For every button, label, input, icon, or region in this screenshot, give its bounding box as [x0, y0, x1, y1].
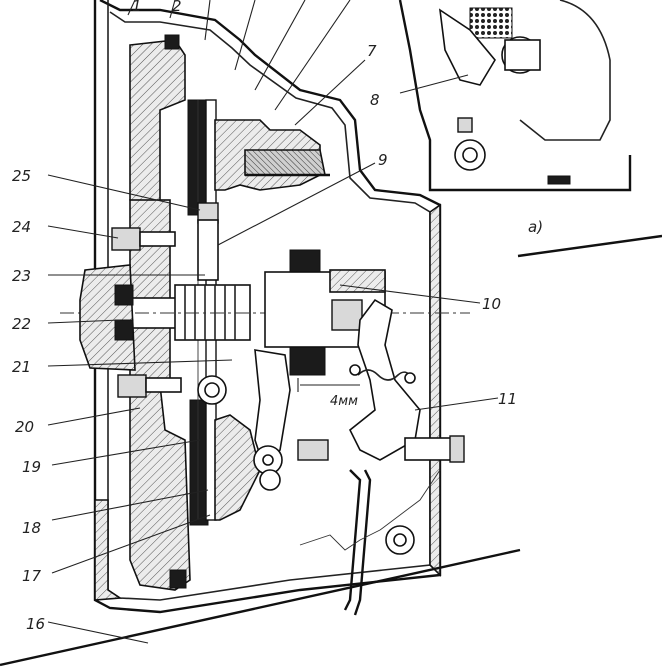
clutch-housing [93, 0, 442, 614]
callout-22: 22 [12, 315, 31, 333]
floor-line [0, 234, 662, 667]
callout-labels: 1 2 7 8 9 10 11 25 24 23 22 21 20 19 18 … [12, 0, 543, 633]
callout-17: 17 [22, 567, 42, 585]
callout-8: 8 [370, 91, 380, 109]
callout-23: 23 [12, 267, 31, 285]
inset-a [398, 0, 632, 192]
callout-7: 7 [367, 42, 377, 60]
callout-18: 18 [22, 519, 41, 537]
callout-2: 2 [172, 0, 182, 15]
dimension-text: 4мм [330, 394, 358, 409]
release-bearing [264, 249, 386, 376]
callout-20: 20 [15, 418, 34, 436]
pressure-plate [214, 119, 330, 521]
leader-lines [47, 0, 499, 644]
callout-16: 16 [26, 615, 45, 633]
callout-9: 9 [378, 151, 388, 169]
flywheel [129, 34, 191, 591]
callout-1: 1 [132, 0, 142, 15]
crankshaft-hub [79, 264, 136, 371]
release-levers [197, 349, 329, 491]
callout-10: 10 [482, 295, 501, 313]
callout-21: 21 [12, 358, 31, 376]
release-fork [299, 298, 465, 616]
callout-19: 19 [22, 458, 41, 476]
callout-25: 25 [12, 167, 31, 185]
callout-24: 24 [12, 218, 31, 236]
dimension-4mm: 4мм [297, 378, 360, 409]
inset-label: a) [528, 218, 543, 236]
bolts [111, 202, 219, 398]
clutch-shaft [60, 284, 470, 341]
callout-11: 11 [498, 390, 517, 408]
